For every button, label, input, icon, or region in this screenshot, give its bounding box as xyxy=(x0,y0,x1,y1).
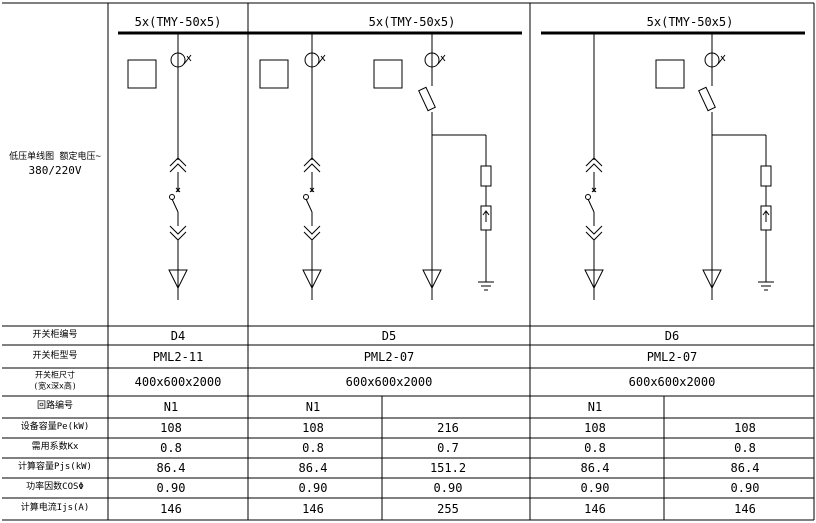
ijs-cell: 255 xyxy=(437,502,459,516)
pe-cell: 108 xyxy=(302,421,324,435)
kx-cell: 0.7 xyxy=(437,441,459,455)
row-label-kx: 需用系数Kx xyxy=(31,442,79,453)
breaker-icon xyxy=(585,194,591,200)
pjs-cell: 86.4 xyxy=(730,461,760,475)
feeder-d6-n1 xyxy=(584,33,604,300)
feeder-d5-fused xyxy=(373,33,494,300)
cabinet-model-cell: PML2-11 xyxy=(152,350,204,364)
cabinet-size-cell: 400x600x2000 xyxy=(134,375,222,389)
current-transformer-icon xyxy=(304,52,320,68)
row-label-cabinet-model: 开关柜型号 xyxy=(32,351,78,362)
feeder-d6-fused xyxy=(655,33,774,300)
kx-cell: 0.8 xyxy=(734,441,756,455)
diagram-title: 低压单线图 额定电压~ xyxy=(9,152,101,162)
row-label-circuit-no: 回路编号 xyxy=(36,401,74,412)
ijs-cell: 146 xyxy=(734,502,756,516)
cos-cell: 0.90 xyxy=(156,481,186,495)
outgoing-arrow-icon xyxy=(168,269,188,290)
kx-cell: 0.8 xyxy=(160,441,182,455)
pjs-cell: 151.2 xyxy=(429,461,467,475)
pjs-cell: 86.4 xyxy=(298,461,328,475)
row-label-cos: 功率因数COSΦ xyxy=(26,482,84,493)
breaker-icon xyxy=(169,194,175,200)
row-label-pjs: 计算容量Pjs(kW) xyxy=(18,462,92,473)
outgoing-arrow-icon xyxy=(584,269,604,290)
pe-cell: 216 xyxy=(437,421,459,435)
current-transformer-icon xyxy=(424,52,440,68)
row-label-ijs: 计算电流Ijs(A) xyxy=(20,503,90,514)
fuse-icon xyxy=(760,165,772,187)
row-label-cabinet-no: 开关柜编号 xyxy=(32,330,78,341)
ijs-cell: 146 xyxy=(302,502,324,516)
meter-box xyxy=(127,59,157,89)
ijs-cell: 146 xyxy=(584,502,606,516)
circuit-no-cell: N1 xyxy=(305,400,321,414)
fuse-icon xyxy=(480,165,492,187)
ijs-cell: 146 xyxy=(160,502,182,516)
cabinet-no-cell: D4 xyxy=(170,329,186,343)
pjs-cell: 86.4 xyxy=(156,461,186,475)
cabinet-model-cell: PML2-07 xyxy=(646,350,698,364)
busbar-label: 5x(TMY-50x5) xyxy=(369,15,456,29)
cabinet-size-cell: 600x600x2000 xyxy=(345,375,433,389)
pjs-cell: 86.4 xyxy=(580,461,610,475)
fuse-switch-icon xyxy=(698,86,716,112)
current-transformer-icon xyxy=(704,52,720,68)
cabinet-no-cell: D5 xyxy=(381,329,397,343)
circuit-no-cell: N1 xyxy=(587,400,603,414)
current-transformer-icon xyxy=(170,52,186,68)
meter-box xyxy=(373,59,403,89)
busbar-label: 5x(TMY-50x5) xyxy=(647,15,734,29)
pe-cell: 108 xyxy=(734,421,756,435)
cabinet-no-cell: D6 xyxy=(664,329,680,343)
outgoing-arrow-icon xyxy=(702,269,722,290)
cos-cell: 0.90 xyxy=(580,481,610,495)
cos-cell: 0.90 xyxy=(433,481,463,495)
row-label-cabinet-size: 开关柜尺寸 xyxy=(35,370,75,380)
voltage-label: 380/220V xyxy=(28,163,82,177)
meter-box xyxy=(259,59,289,89)
cabinet-model-cell: PML2-07 xyxy=(363,350,415,364)
row-label-cabinet-size-unit: (宽x深x高) xyxy=(33,381,77,391)
cos-cell: 0.90 xyxy=(730,481,760,495)
busbar-label: 5x(TMY-50x5) xyxy=(135,15,222,29)
feeder-d5-n1 xyxy=(259,33,326,300)
outgoing-arrow-icon xyxy=(422,269,442,290)
cos-cell: 0.90 xyxy=(298,481,328,495)
kx-cell: 0.8 xyxy=(302,441,324,455)
pe-cell: 108 xyxy=(160,421,182,435)
fuse-switch-icon xyxy=(418,86,436,112)
row-label-pe: 设备容量Pe(kW) xyxy=(20,422,90,433)
feeder-d4 xyxy=(127,33,192,300)
pe-cell: 108 xyxy=(584,421,606,435)
kx-cell: 0.8 xyxy=(584,441,606,455)
cabinet-size-cell: 600x600x2000 xyxy=(628,375,716,389)
circuit-no-cell: N1 xyxy=(163,400,179,414)
meter-box xyxy=(655,59,685,89)
side-label: 低压单线图 额定电压~ 380/220V xyxy=(2,152,108,178)
breaker-icon xyxy=(303,194,309,200)
outgoing-arrow-icon xyxy=(302,269,322,290)
